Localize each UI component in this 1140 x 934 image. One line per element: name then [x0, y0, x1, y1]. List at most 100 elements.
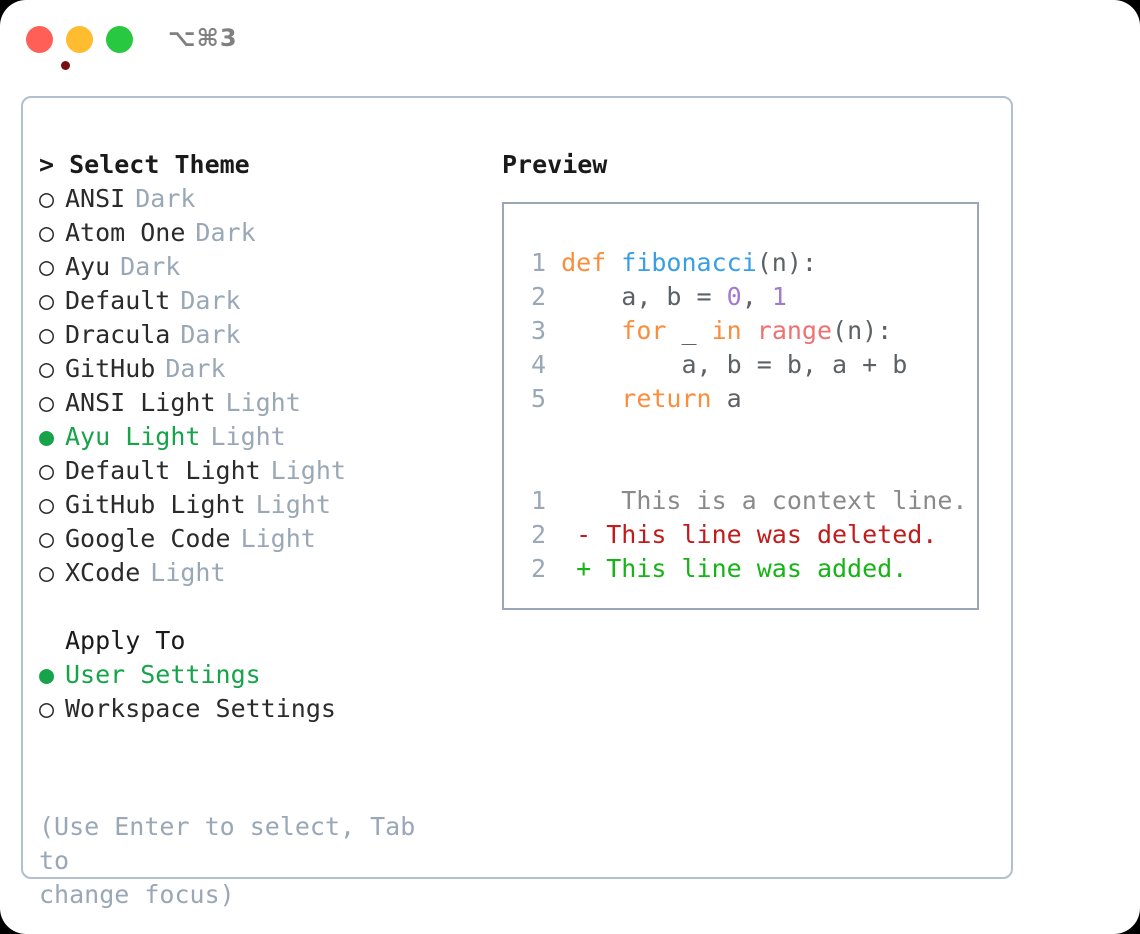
theme-option-kind: Light [240, 524, 316, 553]
theme-option-default[interactable]: ○ Default Dark [39, 284, 499, 318]
theme-option-name: XCode [65, 558, 141, 587]
code-token: fibonacci [621, 248, 757, 277]
theme-option-name: Dracula [65, 320, 171, 349]
code-token [561, 316, 621, 345]
theme-option-dracula[interactable]: ○ Dracula Dark [39, 318, 499, 352]
keyboard-hint-line-2: change focus) [39, 880, 235, 909]
preview-column: Preview [502, 148, 1002, 182]
diff-text: This line was deleted. [591, 520, 938, 549]
theme-option-name: ANSI [65, 184, 126, 213]
theme-option-name: Google Code [65, 524, 231, 553]
line-number: 3 [530, 316, 546, 345]
theme-option-name: GitHub Light [65, 490, 246, 519]
keyboard-shortcut-label: ⌥⌘3 [168, 24, 238, 52]
radio-selected-icon: ● [39, 660, 55, 689]
line-number: 1 [530, 486, 546, 515]
code-token: for [621, 316, 667, 345]
theme-option-kind: Light [150, 558, 226, 587]
code-token: a [711, 384, 742, 413]
code-token: (n): [832, 316, 893, 345]
diff-text: This line was added. [591, 554, 908, 583]
minimize-button[interactable] [66, 26, 93, 53]
code-token [561, 384, 621, 413]
radio-unselected-icon: ○ [39, 320, 55, 349]
code-line: 3 for _ in range(n): [518, 314, 967, 348]
theme-option-kind: Dark [165, 354, 226, 383]
theme-option-kind: Dark [180, 286, 241, 315]
apply-to-option-label: Workspace Settings [65, 694, 336, 723]
theme-option-kind: Light [225, 388, 301, 417]
theme-option-kind: Dark [135, 184, 196, 213]
theme-option-github[interactable]: ○ GitHub Dark [39, 352, 499, 386]
code-blank-line [518, 416, 967, 450]
diff-sign [576, 486, 591, 515]
radio-unselected-icon: ○ [39, 354, 55, 383]
apply-to-option-workspace-settings[interactable]: ○ Workspace Settings [39, 692, 499, 726]
theme-option-name: Ayu [65, 252, 111, 281]
theme-option-ansi[interactable]: ○ ANSI Dark [39, 182, 499, 216]
close-button[interactable] [26, 26, 70, 70]
line-number: 1 [530, 248, 546, 277]
theme-option-ansi-light[interactable]: ○ ANSI Light Light [39, 386, 499, 420]
radio-unselected-icon: ○ [39, 524, 55, 553]
theme-option-name: ANSI Light [65, 388, 216, 417]
line-number: 2 [530, 520, 546, 549]
theme-option-name: Default [65, 286, 171, 315]
title-bar: ⌥⌘3 [0, 0, 1140, 78]
code-token: _ [666, 316, 712, 345]
select-theme-heading: > Select Theme [39, 150, 250, 179]
apply-to-option-user-settings[interactable]: ●User Settings [39, 658, 499, 692]
diff-line: 2 + This line was added. [518, 552, 967, 586]
recording-indicator-icon [61, 61, 70, 70]
code-token: def [561, 248, 622, 277]
preview-heading: Preview [502, 150, 608, 179]
theme-option-google-code[interactable]: ○ Google Code Light [39, 522, 499, 556]
diff-sign: - [576, 520, 592, 549]
radio-unselected-icon: ○ [39, 558, 55, 587]
code-token: return [621, 384, 712, 413]
theme-option-kind: Dark [180, 320, 241, 349]
code-token: 0 [726, 282, 742, 311]
diff-line: 1 This is a context line. [518, 484, 968, 518]
code-token: a, b = [561, 282, 727, 311]
apply-to-heading: Apply To [65, 626, 186, 655]
radio-unselected-icon: ○ [39, 388, 55, 417]
diff-sign: + [576, 554, 592, 583]
code-token: range [756, 316, 833, 345]
theme-option-kind: Light [210, 422, 286, 451]
line-number: 2 [530, 554, 546, 583]
code-token: , [741, 282, 772, 311]
theme-option-name: Ayu Light [65, 422, 201, 451]
radio-unselected-icon: ○ [39, 456, 55, 485]
maximize-button[interactable] [106, 26, 133, 53]
theme-option-xcode[interactable]: ○ XCode Light [39, 556, 499, 590]
apply-to-option-list: ●User Settings○ Workspace Settings [39, 658, 499, 726]
code-token: 1 [771, 282, 787, 311]
code-token: (n): [756, 248, 817, 277]
radio-unselected-icon: ○ [39, 490, 55, 519]
code-token [742, 316, 757, 345]
line-number: 2 [530, 282, 546, 311]
radio-unselected-icon: ○ [39, 286, 55, 315]
radio-unselected-icon: ○ [39, 184, 55, 213]
theme-option-kind: Dark [195, 218, 256, 247]
theme-option-name: GitHub [65, 354, 156, 383]
theme-option-name: Atom One [65, 218, 186, 247]
code-line: 4 a, b = b, a + b [518, 348, 967, 382]
keyboard-hint-line-1: (Use Enter to select, Tab to [39, 812, 416, 875]
code-line: 1 def fibonacci(n): [518, 246, 967, 280]
code-line: 5 return a [518, 382, 967, 416]
line-number: 4 [530, 350, 546, 379]
radio-unselected-icon: ○ [39, 694, 55, 723]
radio-unselected-icon: ○ [39, 252, 55, 281]
code-token: a, b = b, a + b [561, 350, 908, 379]
